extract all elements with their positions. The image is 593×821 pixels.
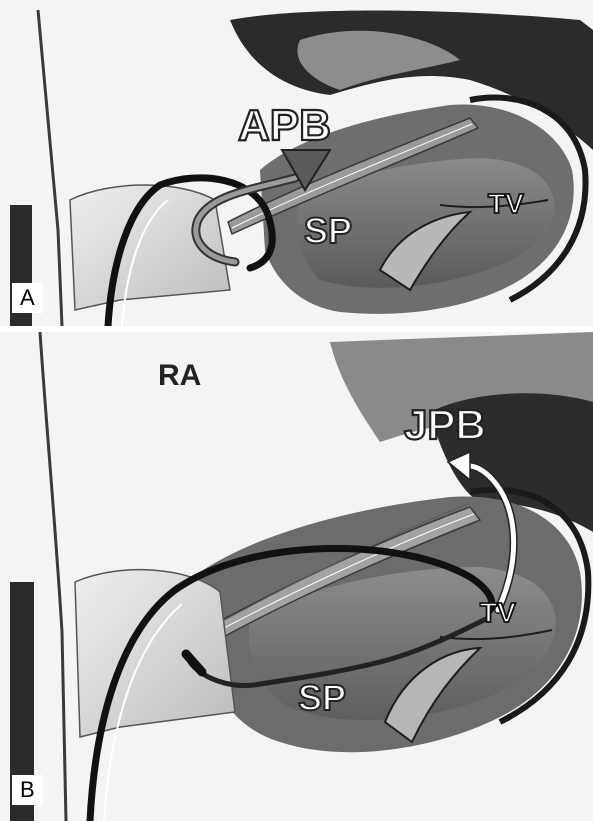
label-apb: APB	[238, 101, 331, 150]
label-ra: RA	[158, 359, 201, 392]
label-tv-a: TV	[488, 188, 524, 219]
light-tissue-block-b	[75, 570, 235, 737]
label-sp-a: SP	[304, 210, 352, 251]
panel-a: APB SP TV A	[0, 0, 593, 326]
label-tv-b: TV	[480, 597, 516, 628]
panel-a-image: APB SP TV	[0, 0, 593, 326]
panel-b: RA JPB SP TV B	[0, 332, 593, 821]
panel-b-image: RA JPB SP TV	[0, 332, 593, 821]
label-sp-b: SP	[298, 677, 346, 718]
label-jpb: JPB	[404, 401, 486, 448]
panel-letter-a: A	[12, 283, 43, 313]
panel-letter-b: B	[12, 775, 43, 805]
